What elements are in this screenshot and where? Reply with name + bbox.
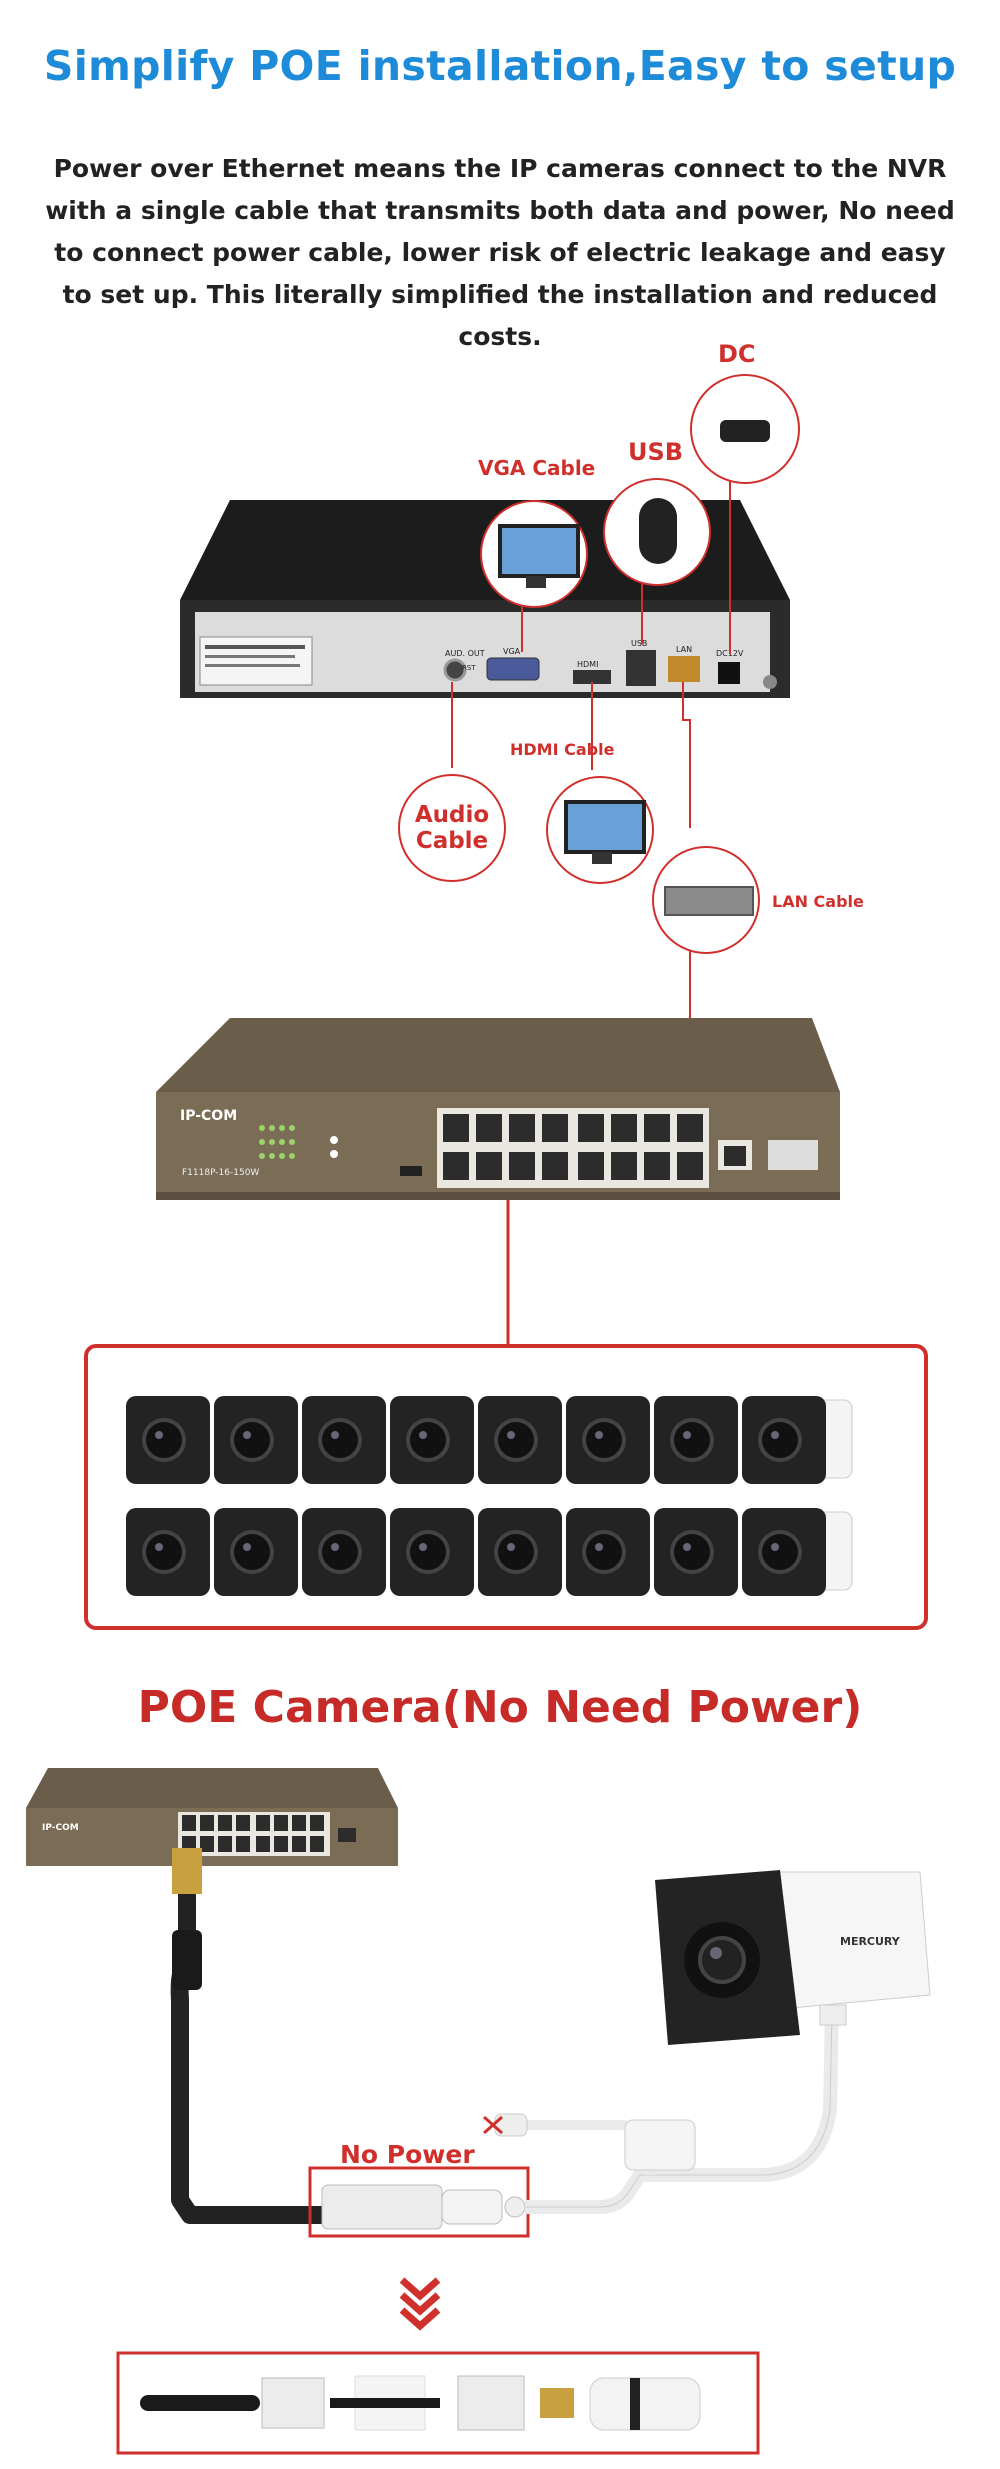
page-title: Simplify POE installation,Easy to setup (43, 42, 957, 90)
connector-lines (451, 470, 731, 1020)
camera-unit (478, 1396, 562, 1484)
dc-label: DC (718, 340, 756, 368)
lan-switch-circle (652, 846, 760, 954)
components-frame (116, 2351, 760, 2455)
rst-port-label: RST (462, 664, 476, 672)
audio-label-line2: Cable (415, 828, 489, 854)
hdmi-cable-label: HDMI Cable (510, 740, 615, 759)
camera-large: MERCURY (655, 1870, 931, 2045)
no-power-label: No Power (340, 2140, 475, 2169)
camera-unit (214, 1508, 298, 1596)
camera-unit (214, 1396, 298, 1484)
camera-group-frame (84, 1344, 928, 1630)
lan-cable-label: LAN Cable (772, 892, 864, 911)
switch-brand-label: IP-COM (180, 1108, 237, 1124)
lan-port-label: LAN (676, 645, 692, 654)
camera-unit (478, 1508, 562, 1596)
rj45-plug (172, 1848, 202, 1894)
dc-adapter-circle (690, 374, 800, 484)
camera-unit (742, 1508, 853, 1596)
audio-cable-circle: Audio Cable (398, 774, 506, 882)
poe-switch-small: IP-COM (26, 1768, 398, 1866)
monitor-icon (498, 524, 580, 578)
switch-ports (443, 1114, 703, 1180)
power-adapter-icon (720, 420, 770, 442)
hdmi-port-label: HDMI (577, 660, 598, 669)
camera-unit (742, 1396, 853, 1484)
camera-unit (302, 1396, 386, 1484)
poe-camera-title: POE Camera(No Need Power) (137, 1682, 863, 1733)
poe-switch: IP-COM F1118P-16-150W (156, 1018, 840, 1200)
camera-unit (126, 1396, 210, 1484)
camera-unit (390, 1396, 474, 1484)
usb-label: USB (628, 438, 684, 466)
aud-out-port-label: AUD. OUT (445, 649, 485, 658)
camera-unit (566, 1396, 650, 1484)
audio-label-line1: Audio (414, 802, 490, 828)
camera-unit (126, 1508, 210, 1596)
camera-brand-label: MERCURY (840, 1935, 901, 1948)
camera-unit (302, 1508, 386, 1596)
mouse-icon (639, 498, 677, 564)
switch-icon (664, 886, 754, 916)
usb-mouse-circle (603, 478, 711, 586)
monitor-icon (564, 800, 646, 854)
small-switch-brand-label: IP-COM (42, 1823, 79, 1833)
camera-unit (390, 1508, 474, 1596)
switch-model-label: F1118P-16-150W (182, 1168, 259, 1178)
camera-unit (654, 1508, 738, 1596)
vga-cable-label: VGA Cable (478, 456, 596, 480)
camera-unit (566, 1508, 650, 1596)
camera-array (126, 1396, 853, 1596)
intro-paragraph: Power over Ethernet means the IP cameras… (45, 154, 955, 351)
vga-port-label: VGA (503, 647, 521, 656)
hdmi-monitor-circle (546, 776, 654, 884)
camera-unit (654, 1396, 738, 1484)
chevron-down-icon (399, 2277, 441, 2331)
usb-port-label: USB (631, 639, 647, 648)
vga-monitor-circle (480, 500, 588, 608)
